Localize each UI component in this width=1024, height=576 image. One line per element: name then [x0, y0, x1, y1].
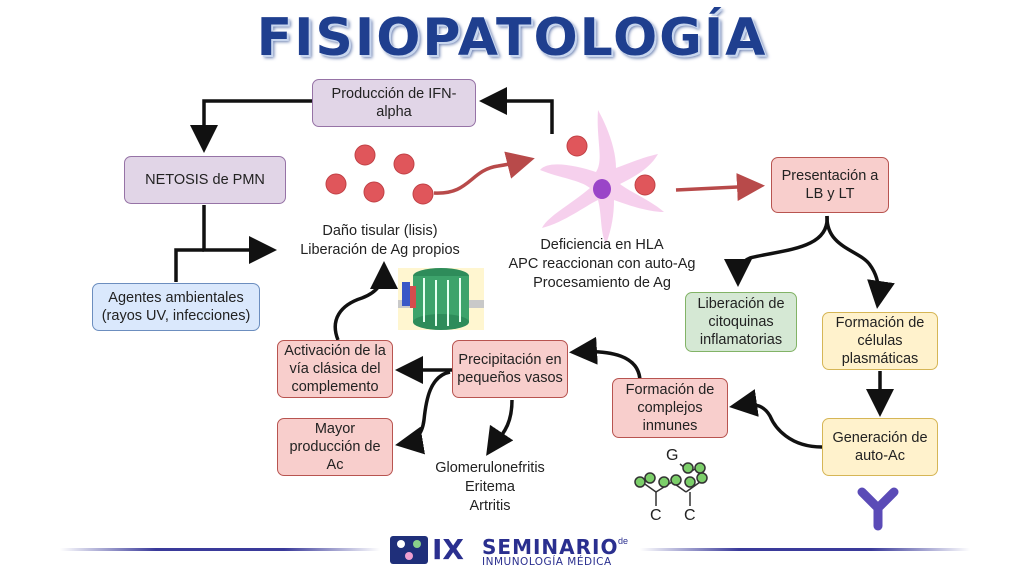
arrow-ifn-to-netosis — [190, 99, 312, 153]
box-agentes: Agentes ambientales (rayos UV, infeccione… — [92, 283, 260, 331]
label-deficiencia-line1: Deficiencia en HLA — [540, 237, 664, 253]
box-autoac-line2: auto-Ac — [855, 448, 905, 464]
arrow-to-celulas — [825, 215, 895, 309]
box-presentacion-line2: LB y LT — [805, 186, 855, 202]
box-agentes-line2: (rayos UV, infecciones) — [101, 308, 251, 324]
label-dano-tisular: Daño tisular (lisis) Liberación de Ag pr… — [280, 222, 480, 260]
arrow-netosis-to-dano — [202, 205, 277, 264]
label-glomerulo-line2: Eritema — [465, 478, 515, 495]
box-citoquinas-line3: inflamatorias — [699, 332, 783, 349]
arrow-autoac-to-complejos — [729, 389, 823, 449]
box-precipitacion-line2: pequeños vasos — [457, 370, 563, 386]
line-agentes — [174, 248, 204, 282]
label-dano-line2: Liberación de Ag propios — [300, 241, 460, 258]
box-netosis: NETOSIS de PMN — [124, 156, 286, 204]
footer-bar-left — [60, 548, 380, 551]
box-precipitacion: Precipitación en pequeños vasos — [452, 340, 568, 398]
box-celulas-line1: Formación de — [835, 314, 925, 331]
box-celulas-line3: plasmáticas — [841, 351, 919, 368]
box-mayor-line3: Ac — [326, 457, 344, 474]
box-activacion-line2: vía clásica del — [289, 360, 381, 377]
label-glomerulonefritis: Glomerulonefritis Eritema Artritis — [420, 459, 560, 516]
footer-bar-right — [640, 548, 970, 551]
box-citoquinas-line2: citoquinas — [708, 313, 774, 330]
box-complejos-line2: complejos — [637, 399, 703, 416]
arrow-complejos-to-precipitacion — [569, 336, 642, 383]
dendritic-cell-icon — [540, 110, 664, 244]
membrane-channel-icon — [398, 268, 484, 330]
box-activacion-line3: complemento — [291, 379, 379, 396]
footer-logo-icon — [390, 536, 428, 564]
footer-de: de — [618, 536, 629, 546]
label-glomerulo-line3: Artritis — [469, 497, 511, 514]
box-citoquinas-line1: Liberación de — [697, 295, 785, 312]
molecule-letter-g: G — [666, 447, 679, 464]
footer-seminario: SEMINARIO — [482, 535, 619, 559]
arrow-antigen-to-apc — [433, 151, 535, 195]
arrow-activacion-to-dano — [333, 261, 398, 341]
complement-molecule-icon — [634, 462, 708, 506]
molecule-letter-c2: C — [684, 507, 696, 524]
box-complejos-line1: Formación de — [625, 381, 715, 398]
footer-numeral: IX — [432, 533, 465, 566]
box-mayor-line2: producción de — [289, 438, 381, 455]
arrow-apc-to-presentacion — [675, 173, 765, 202]
label-deficiencia-hla: Deficiencia en HLA APC reaccionan con au… — [492, 236, 712, 293]
arrow-to-glomerulo — [486, 399, 514, 456]
box-agentes-line1: Agentes ambientales — [108, 289, 244, 306]
label-deficiencia-line2: APC reaccionan con auto-Ag — [508, 255, 696, 272]
box-precipitacion-line1: Precipitación en — [458, 351, 562, 368]
box-ifn-line2: alpha — [376, 104, 412, 120]
arrow-apc-to-ifn — [479, 87, 554, 134]
box-mayor-line1: Mayor — [314, 420, 356, 437]
box-autoac-line1: Generación de — [832, 429, 928, 446]
box-presentacion-line1: Presentación a — [781, 167, 879, 184]
label-glomerulo-line1: Glomerulonefritis — [435, 460, 545, 476]
arrow-to-mayor — [395, 370, 451, 455]
box-activacion-line1: Activación de la — [284, 342, 386, 359]
box-complejos-line3: inmunes — [642, 418, 698, 435]
box-ifn-alpha: Producción de IFN-alpha — [312, 79, 476, 127]
box-ifn-line1: Producción de IFN- — [331, 85, 457, 102]
box-celulas-line2: células — [857, 332, 903, 349]
box-presentacion: Presentación a LB y LT — [771, 157, 889, 213]
box-autoac: Generación de auto-Ac — [822, 418, 938, 476]
label-deficiencia-line3: Procesamiento de Ag — [533, 274, 671, 291]
antigen-spheres — [325, 144, 434, 205]
antibody-icon — [857, 487, 899, 531]
box-netosis-line1: NETOSIS de PMN — [145, 171, 265, 188]
arrow-to-citoquinas — [724, 215, 829, 287]
label-dano-line1: Daño tisular (lisis) — [322, 223, 438, 239]
footer-subtitle: INMUNOLOGÍA MÉDICA — [482, 556, 612, 568]
molecule-letter-c1: C — [650, 507, 662, 524]
page-title: FISIOPATOLOGÍA — [256, 8, 768, 68]
